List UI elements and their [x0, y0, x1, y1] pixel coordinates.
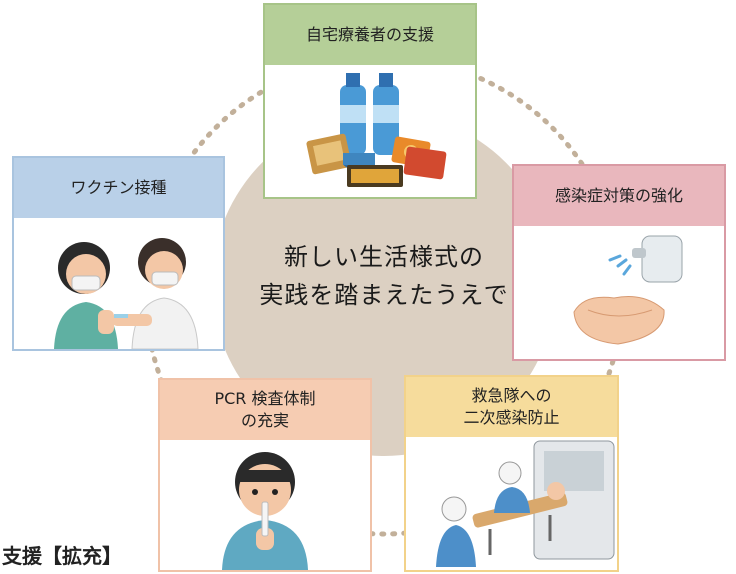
- ambulance-infection-title-line1: 救急隊への: [471, 386, 552, 405]
- support-expansion-label: 支援【拡充】: [2, 544, 122, 568]
- ambulance-infection-card: 救急隊への 二次感染防止: [404, 375, 619, 572]
- vaccination-title: ワクチン接種: [70, 178, 167, 197]
- vaccination-card: ワクチン接種: [12, 156, 225, 351]
- ambulance-infection-title-line2: 二次感染防止: [463, 408, 560, 427]
- vaccination-icon: [14, 218, 223, 349]
- infection-control-card: 感染症対策の強化: [512, 164, 726, 361]
- pcr-testing-title-line1: PCR 検査体制: [214, 389, 316, 408]
- home-care-support-card: 自宅療養者の支援: [263, 3, 477, 199]
- hand-sanitizer-icon: [514, 226, 724, 359]
- water-bottles-food-icon: [265, 65, 475, 197]
- pcr-testing-title-line2: の充実: [240, 411, 289, 430]
- pcr-testing-card: PCR 検査体制 の充実: [158, 378, 372, 572]
- infection-control-title: 感染症対策の強化: [554, 186, 683, 205]
- pcr-test-icon: [160, 440, 370, 570]
- center-message: 新しい生活様式の 実践を踏まえたうえで: [228, 238, 540, 314]
- center-message-line1: 新しい生活様式の: [284, 243, 484, 271]
- ambulance-stretcher-icon: [406, 437, 617, 570]
- center-message-line2: 実践を踏まえたうえで: [259, 281, 509, 309]
- home-care-support-title: 自宅療養者の支援: [305, 25, 434, 44]
